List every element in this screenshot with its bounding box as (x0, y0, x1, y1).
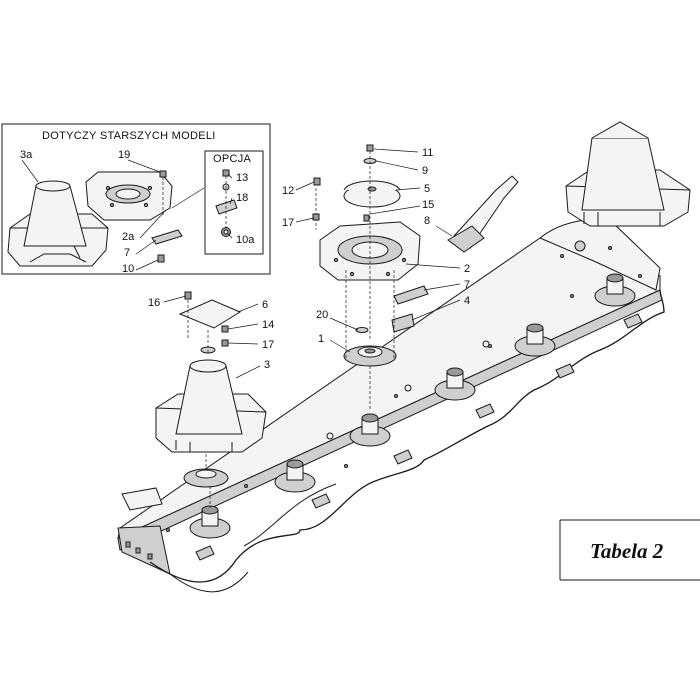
table-label-box: Tabela 2 (559, 519, 700, 581)
main-leaders (163, 148, 461, 379)
option-label: OPCJA (213, 153, 252, 165)
older-models-inset: DOTYCZY STARSZYCH MODELI (1, 123, 271, 275)
callout-17-lower: 17 (262, 339, 274, 351)
callout-3a: 3a (20, 149, 33, 161)
callout-4: 4 (464, 295, 470, 307)
callout-1: 1 (318, 333, 324, 345)
callout-7: 7 (464, 279, 470, 291)
disc-hubs (189, 273, 636, 539)
main-callouts: 11 9 5 12 15 8 17 2 7 4 20 1 16 6 14 17 … (148, 147, 470, 371)
hub-2 (274, 459, 316, 493)
drum-cone-3a (7, 180, 109, 267)
inset-bolts (151, 170, 183, 263)
callout-9: 9 (422, 165, 428, 177)
hub-3 (349, 413, 391, 447)
callout-8: 8 (424, 215, 430, 227)
callout-15: 15 (422, 199, 434, 211)
center-stack (315, 144, 429, 410)
callout-13: 13 (236, 172, 248, 184)
callout-6: 6 (262, 299, 268, 311)
callout-16: 16 (148, 297, 160, 309)
hub-5 (514, 323, 556, 357)
hub-4 (434, 367, 476, 401)
callout-20: 20 (316, 309, 328, 321)
inset-title: DOTYCZY STARSZYCH MODELI (42, 130, 216, 142)
callout-2: 2 (464, 263, 470, 275)
callout-2a: 2a (122, 231, 135, 243)
cover-plate-2a (85, 171, 173, 221)
callout-12: 12 (282, 185, 294, 197)
callout-7-inset: 7 (124, 247, 130, 259)
callout-17-upper: 17 (282, 217, 294, 229)
callout-5: 5 (424, 183, 430, 195)
option-box: OPCJA (204, 150, 264, 255)
callout-18: 18 (236, 192, 248, 204)
option-frame (204, 150, 264, 255)
hub-1 (189, 505, 231, 539)
hub-6 (594, 273, 636, 307)
callout-19: 19 (118, 149, 130, 161)
callout-11: 11 (422, 147, 433, 159)
inset-frame (1, 123, 271, 275)
callout-10: 10 (122, 263, 134, 275)
lever-8 (312, 175, 519, 253)
table-label: Tabela 2 (590, 539, 664, 563)
callout-14: 14 (262, 319, 274, 331)
right-drum-cone (565, 121, 691, 227)
callout-3: 3 (264, 359, 270, 371)
callout-10a: 10a (236, 234, 255, 246)
left-drum-stack (155, 291, 267, 508)
